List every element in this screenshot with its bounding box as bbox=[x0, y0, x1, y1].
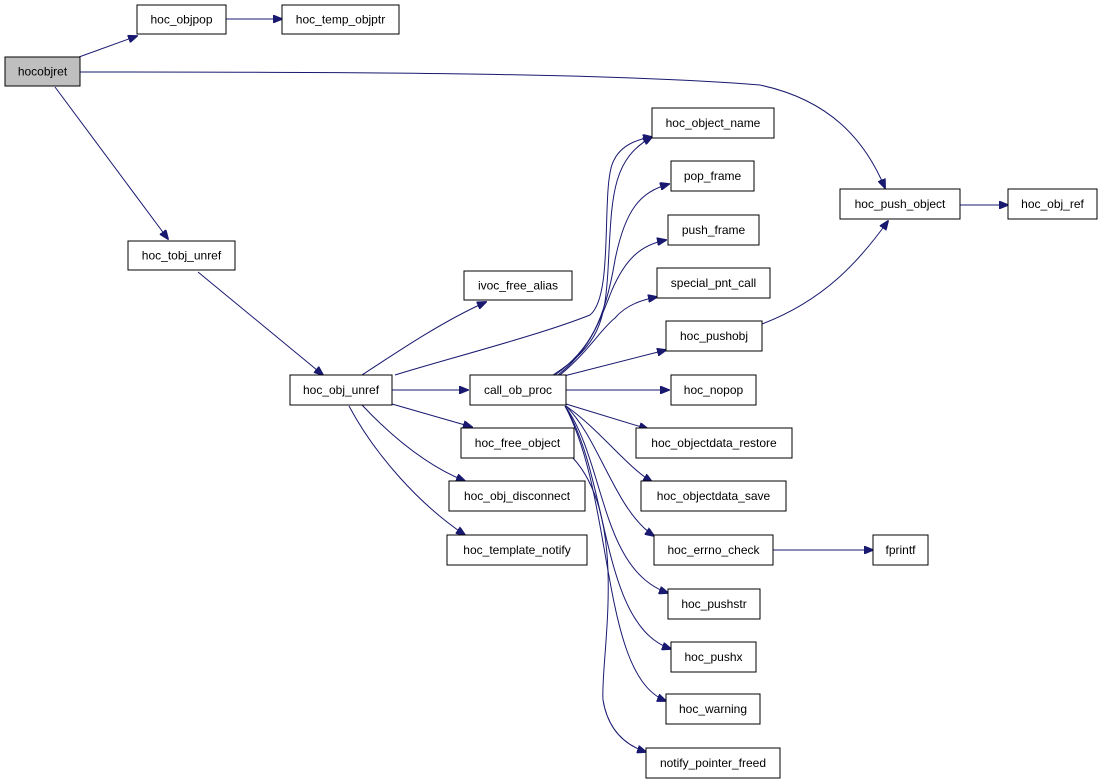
svg-text:hoc_push_object: hoc_push_object bbox=[855, 197, 946, 211]
edge-call_ob_proc-special_pnt_call bbox=[559, 297, 657, 376]
edge-call_ob_proc-hoc_pushobj bbox=[559, 350, 666, 378]
svg-text:special_pnt_call: special_pnt_call bbox=[671, 276, 756, 290]
node-notify_pointer_freed[interactable]: notify_pointer_freed bbox=[645, 747, 781, 779]
node-hoc_objectdata_restore[interactable]: hoc_objectdata_restore bbox=[635, 427, 793, 459]
svg-text:fprintf: fprintf bbox=[885, 543, 916, 557]
node-hoc_template_notify[interactable]: hoc_template_notify bbox=[446, 534, 588, 566]
edge-call_ob_proc-hoc_objectdata_save bbox=[565, 405, 652, 482]
svg-text:hoc_pushobj: hoc_pushobj bbox=[680, 329, 748, 343]
svg-text:hoc_pushstr: hoc_pushstr bbox=[681, 597, 746, 611]
edge-call_ob_proc-hoc_pushx bbox=[564, 405, 671, 649]
edge-call_ob_proc-hoc_warning bbox=[564, 405, 666, 701]
svg-text:hoc_warning: hoc_warning bbox=[679, 702, 747, 716]
svg-text:hoc_obj_ref: hoc_obj_ref bbox=[1021, 197, 1084, 211]
svg-text:call_ob_proc: call_ob_proc bbox=[484, 383, 552, 397]
edge-hoc_obj_unref-hoc_template_notify bbox=[348, 405, 465, 535]
svg-text:hoc_objectdata_save: hoc_objectdata_save bbox=[657, 489, 771, 503]
edges bbox=[54, 19, 1008, 752]
node-special_pnt_call[interactable]: special_pnt_call bbox=[656, 267, 771, 299]
edge-call_ob_proc-hoc_errno_check bbox=[565, 405, 654, 536]
node-push_frame[interactable]: push_frame bbox=[667, 214, 760, 246]
node-call_ob_proc[interactable]: call_ob_proc bbox=[469, 374, 567, 406]
node-hoc_obj_disconnect[interactable]: hoc_obj_disconnect bbox=[448, 480, 586, 512]
svg-text:hoc_obj_disconnect: hoc_obj_disconnect bbox=[464, 489, 571, 503]
edge-hoc_obj_unref-hoc_free_object bbox=[391, 403, 472, 427]
edge-hocobjret-hoc_tobj_unref bbox=[54, 86, 168, 239]
node-hoc_nopop[interactable]: hoc_nopop bbox=[670, 374, 757, 406]
svg-text:pop_frame: pop_frame bbox=[684, 169, 742, 183]
node-hoc_errno_check[interactable]: hoc_errno_check bbox=[653, 534, 774, 566]
node-hoc_pushstr[interactable]: hoc_pushstr bbox=[667, 588, 761, 620]
svg-text:ivoc_free_alias: ivoc_free_alias bbox=[478, 279, 558, 293]
edge-hoc_obj_unref-hoc_obj_disconnect bbox=[361, 404, 465, 481]
node-ivoc_free_alias[interactable]: ivoc_free_alias bbox=[463, 270, 573, 301]
node-fprintf[interactable]: fprintf bbox=[872, 534, 929, 566]
svg-text:hoc_pushx: hoc_pushx bbox=[684, 650, 742, 664]
node-hocobjret[interactable]: hocobjret bbox=[4, 56, 81, 87]
node-hoc_pushx[interactable]: hoc_pushx bbox=[670, 641, 757, 673]
edge-hoc_obj_unref-ivoc_free_alias bbox=[361, 302, 486, 376]
svg-text:hoc_objpop: hoc_objpop bbox=[150, 13, 212, 27]
node-hoc_obj_ref[interactable]: hoc_obj_ref bbox=[1007, 188, 1098, 220]
svg-text:push_frame: push_frame bbox=[682, 223, 746, 237]
edge-hoc_pushobj-hoc_push_object bbox=[761, 221, 888, 325]
svg-text:hoc_obj_unref: hoc_obj_unref bbox=[303, 383, 380, 397]
node-hoc_free_object[interactable]: hoc_free_object bbox=[460, 427, 575, 459]
svg-text:hoc_nopop: hoc_nopop bbox=[684, 383, 744, 397]
node-hoc_push_object[interactable]: hoc_push_object bbox=[839, 188, 961, 220]
svg-text:hocobjret: hocobjret bbox=[18, 65, 68, 79]
node-pop_frame[interactable]: pop_frame bbox=[670, 160, 755, 192]
edge-call_ob_proc-hoc_object_name bbox=[552, 137, 652, 376]
node-hoc_obj_unref[interactable]: hoc_obj_unref bbox=[289, 374, 393, 406]
node-hoc_object_name[interactable]: hoc_object_name bbox=[651, 107, 775, 139]
nodes: hocobjret hoc_objpop hoc_temp_objptr hoc… bbox=[4, 4, 1098, 779]
node-hoc_tobj_unref[interactable]: hoc_tobj_unref bbox=[127, 240, 236, 271]
edge-hoc_free_object-notify_pointer_freed bbox=[572, 457, 646, 752]
edge-call_ob_proc-push_frame bbox=[557, 240, 666, 376]
svg-text:hoc_temp_objptr: hoc_temp_objptr bbox=[296, 13, 385, 27]
edge-hoc_obj_unref-hoc_object_name bbox=[394, 137, 652, 376]
node-hoc_warning[interactable]: hoc_warning bbox=[665, 693, 761, 725]
svg-text:hoc_free_object: hoc_free_object bbox=[475, 436, 561, 450]
svg-text:hoc_object_name: hoc_object_name bbox=[666, 116, 761, 130]
svg-text:hoc_template_notify: hoc_template_notify bbox=[463, 543, 570, 557]
svg-text:hoc_objectdata_restore: hoc_objectdata_restore bbox=[651, 436, 777, 450]
svg-text:hoc_tobj_unref: hoc_tobj_unref bbox=[142, 249, 222, 263]
svg-text:notify_pointer_freed: notify_pointer_freed bbox=[660, 756, 766, 770]
svg-text:hoc_errno_check: hoc_errno_check bbox=[667, 543, 760, 557]
edge-call_ob_proc-hoc_objectdata_restore bbox=[565, 403, 648, 429]
edge-hocobjret-hoc_push_object bbox=[79, 71, 885, 188]
edge-hocobjret-hoc_objpop bbox=[78, 36, 137, 58]
edge-hoc_tobj_unref-hoc_obj_unref bbox=[197, 271, 323, 375]
edge-call_ob_proc-hoc_pushstr bbox=[564, 405, 668, 593]
node-hoc_objpop[interactable]: hoc_objpop bbox=[136, 4, 227, 35]
edge-call_ob_proc-pop_frame bbox=[554, 184, 669, 376]
node-hoc_temp_objptr[interactable]: hoc_temp_objptr bbox=[281, 4, 400, 35]
node-hoc_objectdata_save[interactable]: hoc_objectdata_save bbox=[640, 480, 787, 512]
node-hoc_pushobj[interactable]: hoc_pushobj bbox=[665, 320, 763, 352]
